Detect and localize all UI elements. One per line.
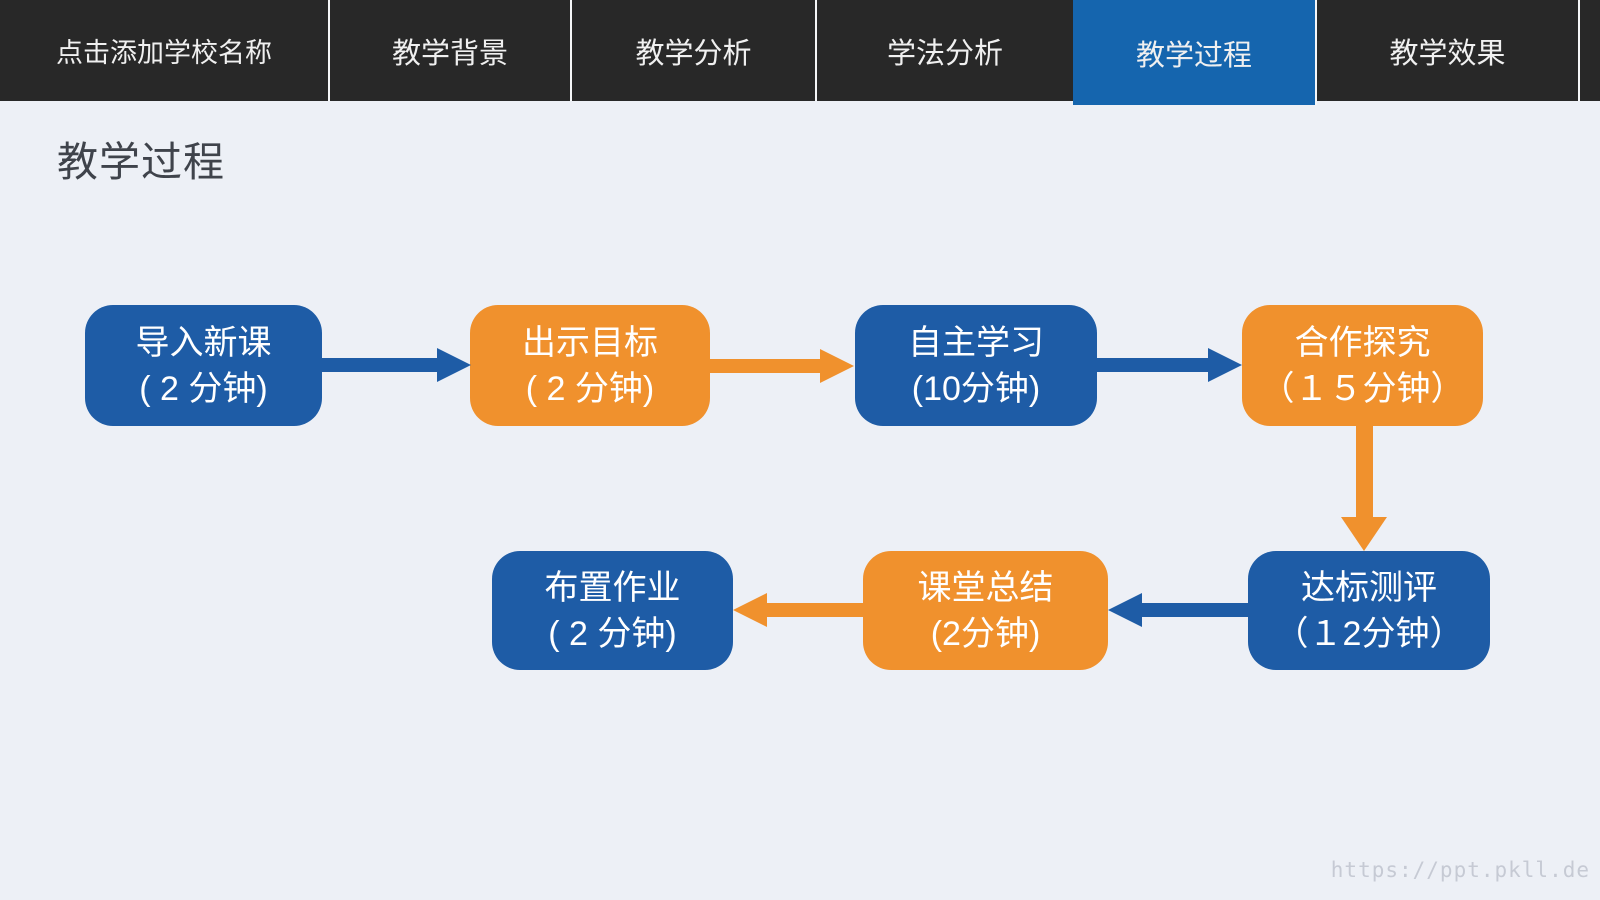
flow-node-duration: ( 2 分钟): [139, 369, 268, 408]
flow-node-cooperative-inquiry: 合作探究 （１５分钟）: [1242, 305, 1483, 426]
flow-node-import-new-lesson: 导入新课 ( 2 分钟): [85, 305, 322, 426]
flow-node-self-study: 自主学习 (10分钟): [855, 305, 1097, 426]
arrow-shaft: [710, 359, 820, 373]
arrow-shaft: [321, 358, 437, 372]
tab-stub: [1580, 0, 1600, 101]
tab-teaching-effect[interactable]: 教学效果: [1317, 0, 1580, 101]
arrow-shaft: [1142, 603, 1248, 617]
flow-node-title: 出示目标: [522, 323, 658, 362]
arrow-down-icon: [1341, 517, 1387, 551]
flow-node-standard-assessment: 达标测评 （１2分钟）: [1248, 551, 1490, 670]
watermark-url: https://ppt.pkll.de: [1330, 858, 1590, 882]
arrow-right-icon: [437, 348, 471, 382]
flow-node-class-summary: 课堂总结 (2分钟): [863, 551, 1108, 670]
arrow-shaft: [1097, 358, 1208, 372]
flow-node-assign-homework: 布置作业 ( 2 分钟): [492, 551, 733, 670]
arrow-right-icon: [820, 349, 854, 383]
flow-node-title: 合作探究: [1294, 323, 1431, 362]
arrow-left-icon: [1108, 593, 1142, 627]
flow-node-duration: ( 2 分钟): [525, 369, 655, 408]
arrow-left-icon: [733, 593, 767, 627]
tab-learning-method-analysis[interactable]: 学法分析: [817, 0, 1073, 101]
flow-node-title: 导入新课: [135, 323, 272, 362]
arrow-shaft: [1356, 426, 1373, 517]
flow-node-duration: ( 2 分钟): [548, 614, 677, 653]
flow-node-duration: （１５分钟）: [1260, 369, 1465, 408]
tab-teaching-analysis[interactable]: 教学分析: [572, 0, 817, 101]
tab-school-name[interactable]: 点击添加学校名称: [0, 0, 330, 101]
tab-teaching-process-active[interactable]: 教学过程: [1073, 0, 1317, 105]
page-title: 教学过程: [57, 139, 225, 185]
flow-node-title: 课堂总结: [917, 568, 1054, 607]
arrow-right-icon: [1208, 348, 1242, 382]
flow-node-duration: （１2分钟）: [1274, 614, 1464, 653]
flow-node-duration: (10分钟): [911, 369, 1041, 408]
tab-teaching-background[interactable]: 教学背景: [330, 0, 572, 101]
flow-node-title: 达标测评: [1301, 568, 1437, 607]
flow-node-title: 自主学习: [908, 323, 1044, 362]
flow-node-duration: (2分钟): [930, 614, 1041, 653]
flow-node-show-objectives: 出示目标 ( 2 分钟): [470, 305, 710, 426]
nav-bar: 点击添加学校名称 教学背景 教学分析 学法分析 教学过程 教学效果: [0, 0, 1600, 105]
flow-node-title: 布置作业: [544, 568, 681, 607]
arrow-shaft: [767, 603, 863, 617]
